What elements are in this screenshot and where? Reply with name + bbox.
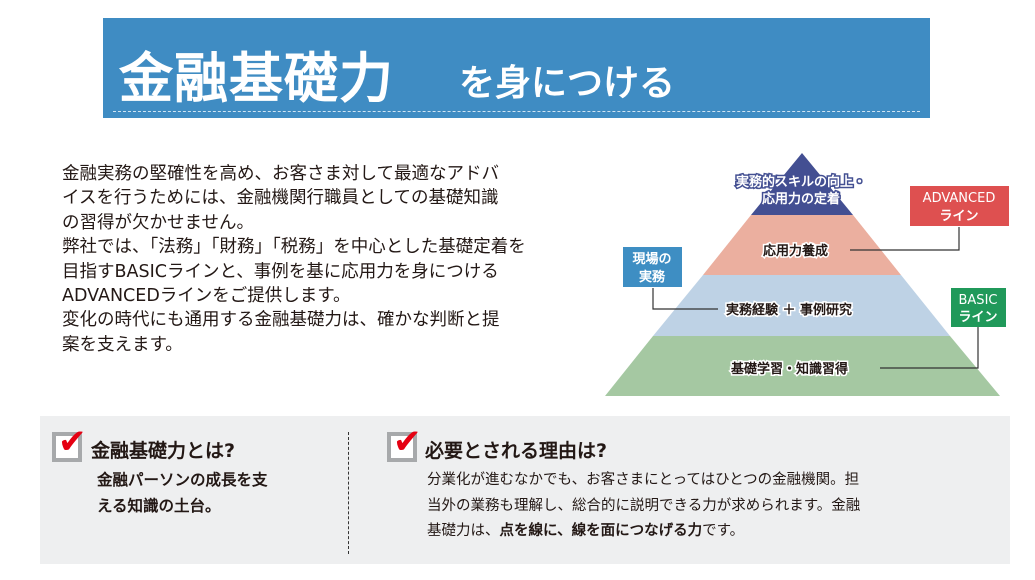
field-label: 現場の (632, 251, 671, 267)
intro-text: 金融実務の堅確性を高め、お客さま対して最適なアドバ イスを行うためには、金融機関… (62, 162, 526, 357)
box1-text: 金融パーソンの成長を支える知識の土台。 (97, 471, 268, 515)
basic-label: ライン (958, 310, 997, 325)
intro-line: 金融実務の堅確性を高め、お客さま対して最適なアドバ (62, 164, 499, 184)
header-divider (113, 111, 920, 112)
advanced-label: ADVANCED (923, 191, 996, 206)
box2-heading: 必要とされる理由は? (425, 440, 608, 462)
basic-badge (951, 288, 1006, 327)
intro-line: イスを行うためには、金融機関行職員としての基礎知識 (62, 188, 499, 209)
advanced-connector (850, 227, 960, 251)
checkbox-icon: ✔ (387, 422, 422, 462)
header-subtitle: を身につける (459, 63, 676, 104)
pyramid-level3-label: 実務経験 ＋ 事例研究 (726, 302, 852, 318)
intro-line: ADVANCEDラインをご提供します。 (62, 286, 351, 307)
field-label: 実務 (639, 269, 666, 285)
intro-line: 目指すBASICラインと、事例を基に応用力を身につける (62, 261, 499, 282)
pyramid-level4 (605, 336, 1000, 396)
field-connector (652, 288, 718, 310)
box2-text: 分業化が進むなかでも、お客さまにとってはひとつの金融機関。担当外の業務も理解し、… (427, 472, 861, 539)
header-title: 金融基礎力 (119, 47, 394, 110)
intro-line: の習得が欠かせません。 (62, 212, 254, 233)
basic-label: BASIC (959, 293, 998, 308)
pyramid-level2-label: 応用力養成 (763, 243, 828, 259)
advanced-label: ライン (939, 209, 978, 224)
advanced-badge (910, 186, 1009, 226)
pyramid-top-label: 実務的スキルの向上・ (736, 174, 866, 190)
intro-line: 案を支えます。 (62, 334, 183, 355)
intro-line: 変化の時代にも通用する金融基礎力は、確かな判断と提 (62, 310, 500, 331)
box1-heading: 金融基礎力とは? (91, 440, 236, 462)
intro-line: 弊社では、「法務」「財務」「税務」を中心とした基礎定着を (62, 237, 526, 258)
pyramid-top (751, 153, 853, 215)
checkbox-icon: ✔ (52, 422, 87, 462)
field-badge (623, 247, 682, 287)
basic-connector (880, 327, 979, 369)
info-panel (40, 416, 1010, 564)
pyramid-level2 (703, 215, 901, 275)
header-banner: 金融基礎力 を身につける (103, 18, 930, 118)
pyramid-top-label: 応用力の定着 (762, 191, 840, 207)
panel-divider (348, 432, 349, 554)
pyramid-level3 (653, 275, 950, 336)
pyramid-level4-label: 基礎学習・知識習得 (730, 361, 848, 377)
